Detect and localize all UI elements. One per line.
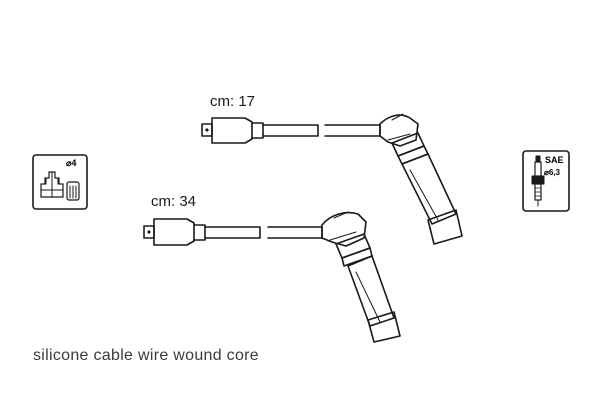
cable-1-plug-boot-tube [401, 153, 457, 225]
cable-1-wire-left [262, 124, 319, 137]
spark-plug-diameter-label: ⌀6,3 [544, 168, 560, 177]
distributor-diameter-label: ⌀4 [66, 158, 76, 168]
cable-1 [201, 113, 463, 245]
cable-1-length-label: cm: 17 [210, 93, 256, 110]
cable-2-plug-end-cap [367, 311, 401, 343]
cable-2-plug-boot-tube [347, 255, 395, 327]
cable-2-plug-boot-head [321, 211, 367, 247]
cable-1-plug-boot-head [379, 114, 419, 147]
cable-1-wire-right [324, 124, 381, 137]
cable-2 [143, 211, 401, 343]
distributor-connector-icon: ⌀4 [32, 154, 88, 210]
spark-plug-connector-icon: SAE ⌀6,3 [522, 150, 570, 212]
cable-1-distributor-boot [211, 117, 253, 144]
cable-description-caption: silicone cable wire wound core [33, 347, 259, 364]
spark-plug-standard-label: SAE [545, 155, 564, 165]
cable-2-wire-right [267, 226, 323, 239]
cable-2-length-label: cm: 34 [151, 193, 197, 210]
cable-2-distributor-boot [153, 218, 195, 246]
cable-1-plug-end-cap [427, 209, 463, 245]
cable-2-wire-left [204, 226, 261, 239]
